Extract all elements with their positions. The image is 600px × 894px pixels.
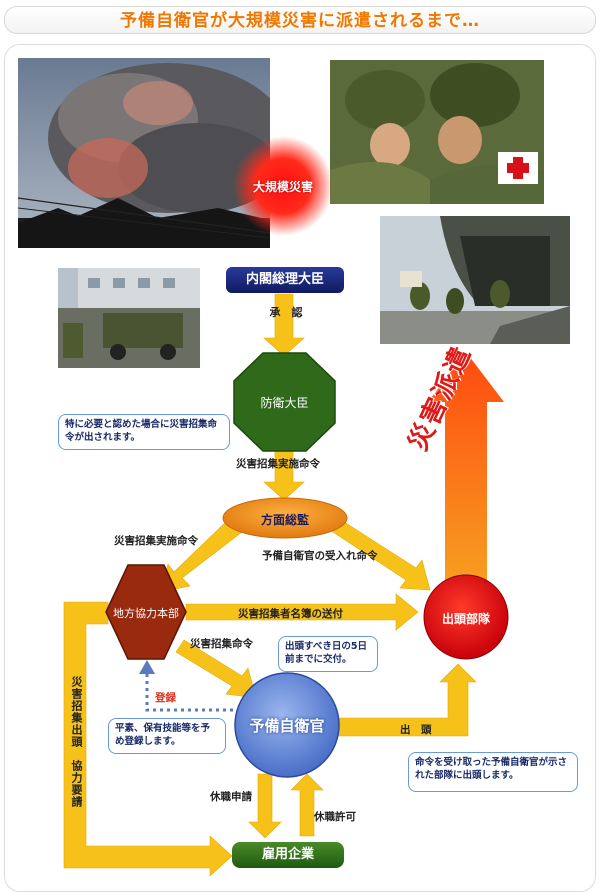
dispatch-arrow xyxy=(428,352,504,588)
page-title: 予備自衛官が大規模災害に派遣されるまで… xyxy=(120,11,480,31)
edge-call-order-3: 災害招集命令 xyxy=(190,638,253,650)
callout-special: 特に必要と認めた場合に災害招集命令が出されます。 xyxy=(58,414,230,450)
disaster-badge: 大規模災害 xyxy=(252,180,313,194)
title-bar xyxy=(4,6,596,34)
callout-report: 命令を受け取った予備自衛官が示された部隊に出頭します。 xyxy=(408,752,578,792)
vehicles-photo xyxy=(58,268,200,368)
callout-delivery: 出頭すべき日の5日前までに交付。 xyxy=(278,636,378,672)
callout-registration: 平素、保有技能等を予め登録します。 xyxy=(108,718,226,754)
soldiers-photo xyxy=(330,60,544,204)
pco-label: 地方協力本部 xyxy=(113,607,179,620)
employer-box: 雇用企業 xyxy=(232,842,344,868)
unit-node xyxy=(423,574,509,660)
army-label: 方面総監 xyxy=(260,513,309,527)
pm-box: 内閣総理大臣 xyxy=(226,267,344,293)
pco-node xyxy=(105,564,187,660)
edge-employer-request: 災害招集出頭 協力要請 xyxy=(70,676,83,808)
edge-acceptance-order: 予備自衛官の受入れ命令 xyxy=(262,550,378,562)
helicopter-photo xyxy=(380,216,570,344)
registration-arrow xyxy=(139,660,240,712)
edge-appear: 出 頭 xyxy=(400,724,432,736)
defense-minister-label: 防衛大臣 xyxy=(260,396,309,410)
army-node xyxy=(222,497,348,539)
edge-call-order-2: 災害招集実施命令 xyxy=(114,535,198,547)
disaster-burst xyxy=(233,136,333,236)
edge-leave-permit: 休職許可 xyxy=(314,811,356,823)
edge-roster: 災害招集者名簿の送付 xyxy=(238,608,343,620)
edge-register: 登録 xyxy=(155,692,176,704)
reservist-node xyxy=(234,672,340,778)
edge-call-order-1: 災害招集実施命令 xyxy=(236,458,320,470)
defense-minister-node xyxy=(233,352,336,452)
reservist-label: 予備自衛官 xyxy=(249,717,325,735)
edge-leave-request: 休職申請 xyxy=(210,791,252,803)
unit-label: 出頭部隊 xyxy=(441,612,490,626)
eruption-photo xyxy=(18,58,270,248)
edge-approval: 承 認 xyxy=(269,306,303,319)
yellow-arrows xyxy=(63,293,477,877)
